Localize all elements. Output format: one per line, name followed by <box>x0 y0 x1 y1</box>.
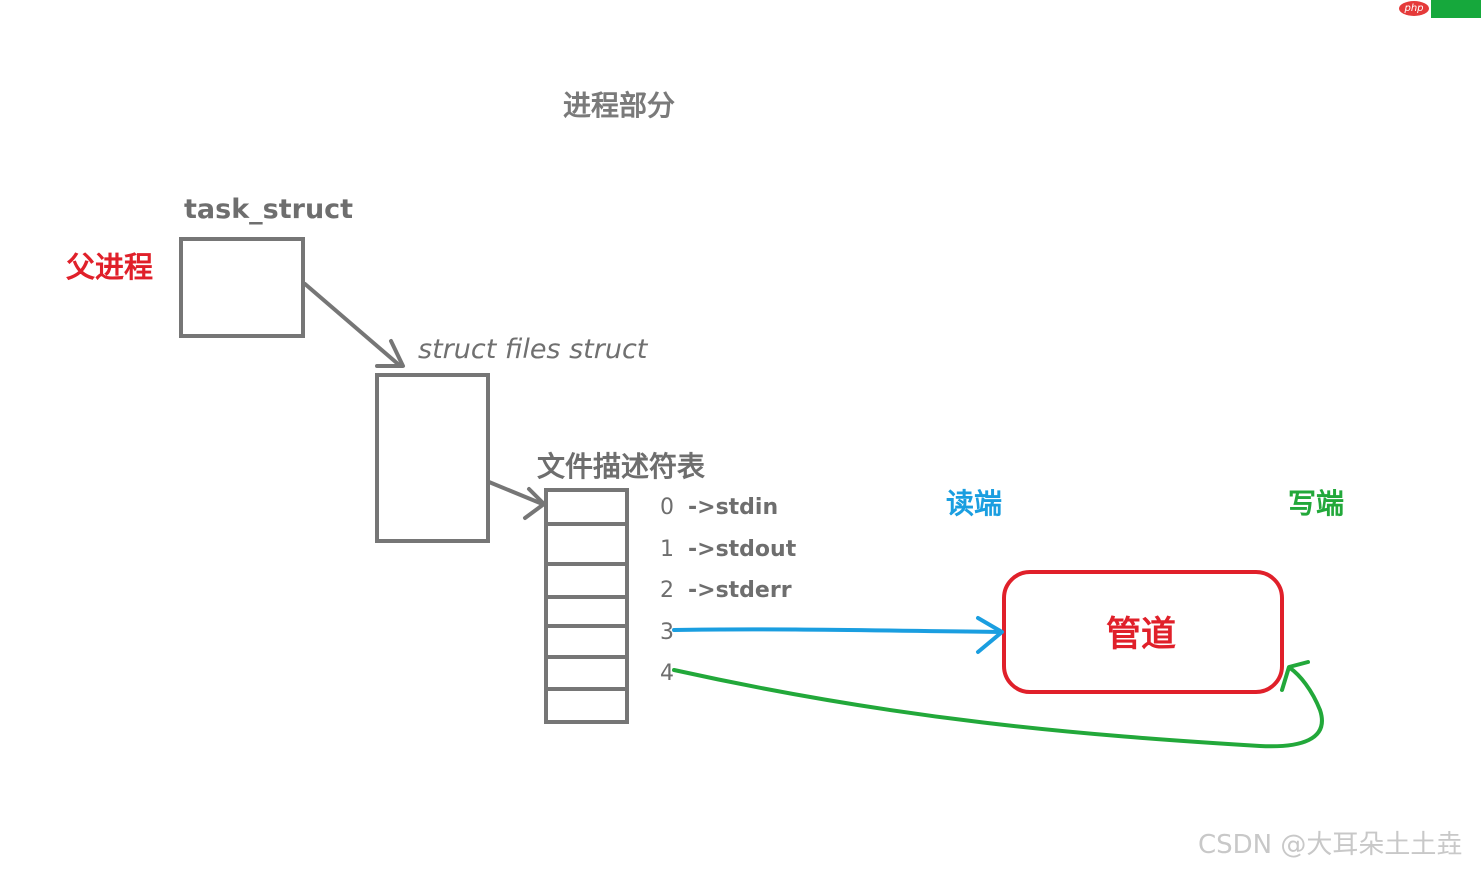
files-struct-label: struct files struct <box>418 334 648 365</box>
pipe-label: 管道 <box>1106 615 1177 655</box>
fd-index: 3 <box>660 620 674 645</box>
php-logo-icon[interactable]: php <box>1399 0 1481 20</box>
fd-index: 4 <box>660 661 674 686</box>
fd-table <box>544 488 629 724</box>
files-struct-box <box>375 373 490 543</box>
fd-entry: 3 <box>660 622 674 644</box>
fd-table-label: 文件描述符表 <box>537 450 706 483</box>
fd-target: ->stdout <box>688 537 797 562</box>
read-arrow-head <box>976 616 1004 654</box>
diagram-title: 进程部分 <box>563 89 676 122</box>
watermark: CSDN @大耳朵土土垚 <box>1198 830 1463 860</box>
write-end-label: 写端 <box>1288 487 1345 520</box>
arrow-task-to-files-head <box>375 339 405 368</box>
task-struct-label: task_struct <box>184 194 354 225</box>
fd-target: ->stdin <box>688 495 779 520</box>
arrow-files-to-fdtable <box>487 480 542 505</box>
read-arrow <box>672 627 1002 634</box>
fd-entry: 1 ->stdout <box>660 539 796 561</box>
arrow-files-to-fdtable-head <box>523 487 546 520</box>
write-arrow <box>672 666 1324 749</box>
arrow-task-to-files <box>303 282 400 366</box>
fd-entry: 4 <box>660 663 674 685</box>
fd-index: 0 <box>660 495 674 520</box>
fd-target: ->stderr <box>688 578 792 603</box>
task-struct-box <box>179 237 305 338</box>
fd-index: 1 <box>660 537 674 562</box>
logo-green-bar <box>1431 0 1481 18</box>
php-logo-text: php <box>1399 1 1429 16</box>
parent-process-label: 父进程 <box>66 250 154 284</box>
fd-index: 2 <box>660 578 674 603</box>
fd-entry: 0 ->stdin <box>660 497 778 519</box>
fd-entry: 2 ->stderr <box>660 580 792 602</box>
write-arrow-head <box>1280 660 1310 692</box>
read-end-label: 读端 <box>946 487 1003 520</box>
